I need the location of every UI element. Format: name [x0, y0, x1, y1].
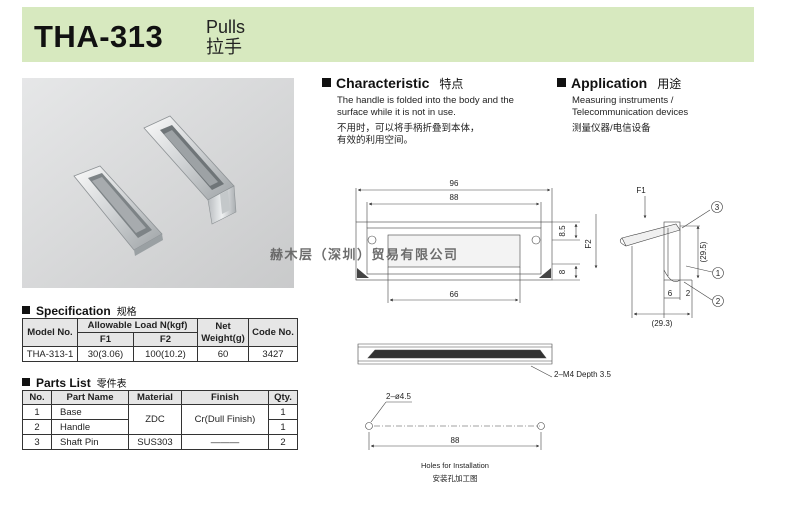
characteristic-line-cn-2: 有效的利用空间。 — [337, 135, 414, 146]
callout-2: 2 — [716, 297, 721, 306]
holes-title-cn: 安装孔加工图 — [433, 473, 478, 483]
spec-header-model: Model No. — [22, 318, 78, 347]
spec-header-f1: F1 — [77, 332, 134, 347]
characteristic-title-cn: 特点 — [439, 77, 464, 91]
dim-29-3: (29.3) — [652, 319, 673, 328]
characteristic-heading: Characteristic 特点 — [322, 75, 463, 92]
parts-cell-name: Base — [51, 404, 129, 420]
spec-header-weight-1: Net — [215, 320, 231, 332]
callout-3: 3 — [715, 203, 720, 212]
pull-folded — [73, 165, 163, 256]
tap-label: 2–M4 Depth 3.5 — [554, 370, 611, 379]
spec-header-weight-2: Weight(g) — [201, 332, 245, 344]
specification-title-cn: 规格 — [116, 307, 137, 318]
parts-cell-name: Handle — [51, 419, 129, 435]
specification-title: Specification — [36, 304, 111, 318]
dim-29-5: (29.5) — [699, 241, 708, 262]
front-view — [357, 343, 553, 378]
characteristic-line-2: surface while it is not in use. — [337, 107, 456, 118]
technical-drawing: 96 88 66 8.5 8 F2 F1 (29.5) (29.3) 6 2 3… — [355, 179, 724, 483]
parts-heading: Parts List 零件表 — [22, 375, 127, 390]
callout-1: 1 — [716, 269, 721, 278]
parts-cell-finish-shared: Cr(Dull Finish) — [181, 404, 269, 435]
watermark-text: 赫木层（深圳）贸易有限公司 — [270, 247, 459, 262]
parts-cell-qty: 1 — [268, 419, 298, 435]
spec-cell-code: 3427 — [248, 346, 298, 362]
parts-cell-name: Shaft Pin — [51, 434, 129, 450]
dim-88: 88 — [450, 193, 459, 202]
dim-8-5: 8.5 — [558, 225, 567, 237]
pull-open — [143, 115, 237, 225]
parts-cell-material-shared: ZDC — [128, 404, 182, 435]
label-f2: F2 — [584, 239, 593, 249]
application-line-cn: 测量仪器/电信设备 — [572, 123, 651, 134]
product-title-en: Pulls — [206, 17, 246, 37]
hole-label: 2–ø4.5 — [386, 392, 411, 401]
side-view — [619, 196, 724, 318]
spec-cell-weight: 60 — [197, 346, 249, 362]
characteristic-text: The handle is folded into the body and t… — [337, 95, 514, 147]
header-band — [22, 7, 754, 62]
application-line-1: Measuring instruments / — [572, 95, 674, 106]
model-number: THA-313 — [34, 19, 164, 54]
bullet-square-icon — [557, 78, 566, 87]
spec-cell-f1: 30(3.06) — [77, 346, 134, 362]
installation-holes — [365, 401, 545, 450]
parts-cell-no: 1 — [22, 404, 52, 420]
mount-hole-right — [531, 235, 541, 245]
parts-title-cn: 零件表 — [96, 379, 127, 390]
parts-table: No. Part Name Material Finish Qty. 1 Bas… — [22, 390, 298, 450]
hole-dim-88: 88 — [451, 436, 460, 445]
characteristic-line-cn-1: 不用时，可以将手柄折叠到本体， — [337, 123, 480, 134]
bullet-square-icon — [322, 78, 331, 87]
parts-header-material: Material — [128, 390, 182, 405]
application-heading: Application 用途 — [557, 75, 681, 92]
product-title: Pulls 拉手 — [206, 17, 245, 57]
parts-cell-material: SUS303 — [128, 434, 182, 450]
characteristic-title: Characteristic — [336, 75, 430, 91]
dim-8: 8 — [558, 269, 567, 274]
characteristic-line-1: The handle is folded into the body and t… — [337, 95, 514, 106]
parts-cell-qty: 1 — [268, 404, 298, 420]
parts-cell-no: 2 — [22, 419, 52, 435]
product-photo — [22, 78, 294, 288]
parts-header-no: No. — [22, 390, 52, 405]
dim-2: 2 — [686, 289, 691, 298]
application-title-cn: 用途 — [657, 77, 682, 91]
table-row: THA-313-1 30(3.06) 100(10.2) 60 3427 — [22, 346, 298, 362]
parts-header-qty: Qty. — [268, 390, 298, 405]
parts-cell-finish: ——— — [181, 434, 269, 450]
table-row: 3 Shaft Pin SUS303 ——— 2 — [22, 434, 298, 450]
product-title-cn: 拉手 — [206, 37, 242, 57]
parts-title: Parts List — [36, 376, 91, 390]
table-row: 1 Base ZDC Cr(Dull Finish) 1 — [22, 404, 298, 435]
bullet-square-icon — [22, 378, 30, 386]
dim-96: 96 — [450, 179, 459, 188]
parts-header-finish: Finish — [181, 390, 269, 405]
spec-header-f2: F2 — [132, 332, 199, 347]
application-title: Application — [571, 75, 648, 91]
spec-cell-f2: 100(10.2) — [132, 346, 199, 362]
specification-heading: Specification 规格 — [22, 303, 137, 318]
top-view-inner — [366, 227, 542, 275]
spec-cell-model: THA-313-1 — [22, 346, 78, 362]
application-text: Measuring instruments / Telecommunicatio… — [572, 95, 688, 135]
parts-cell-no: 3 — [22, 434, 52, 450]
holes-title-en: Holes for Installation — [421, 461, 489, 470]
dim-66: 66 — [450, 290, 459, 299]
dim-6: 6 — [668, 289, 673, 298]
spec-header-load: Allowable Load N(kgf) — [77, 318, 198, 333]
bullet-square-icon — [22, 306, 30, 314]
label-f1: F1 — [636, 186, 646, 195]
top-view-outline — [355, 221, 553, 281]
spec-header-code: Code No. — [248, 318, 298, 347]
parts-header-name: Part Name — [51, 390, 129, 405]
mount-hole-left — [367, 235, 377, 245]
parts-cell-qty: 2 — [268, 434, 298, 450]
top-view-recess — [387, 234, 521, 268]
application-line-2: Telecommunication devices — [572, 107, 689, 118]
